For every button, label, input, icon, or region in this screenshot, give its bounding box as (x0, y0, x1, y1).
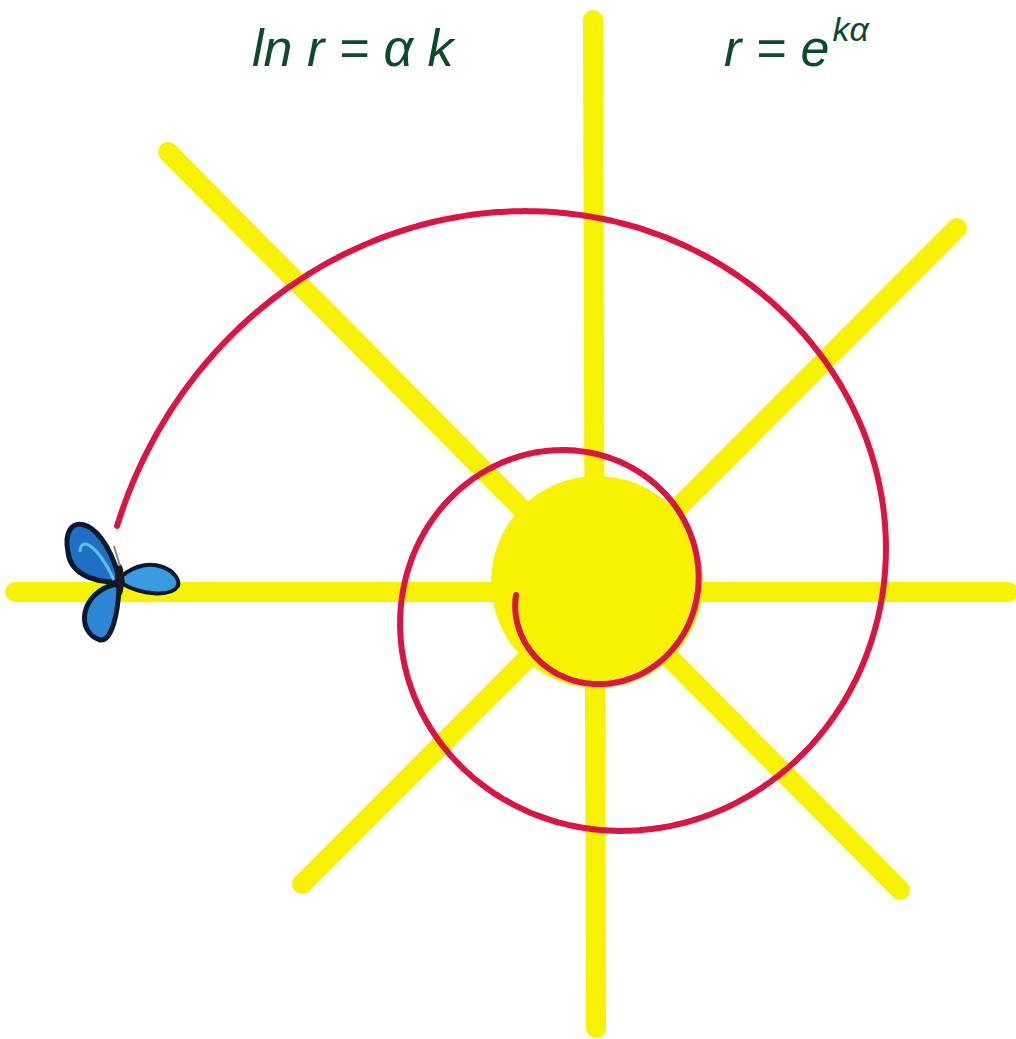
butterfly-symbol (67, 524, 178, 640)
sun-disk (491, 476, 703, 688)
sun-rays (15, 20, 1008, 1028)
log-spiral (117, 211, 886, 831)
spiral-group (117, 211, 886, 831)
formula-label: r = e (724, 22, 830, 74)
sun-ray (302, 228, 957, 884)
sun-ray (168, 152, 900, 890)
superscript-label: kα (833, 12, 869, 46)
formula-label: ln r = α k (252, 22, 454, 74)
